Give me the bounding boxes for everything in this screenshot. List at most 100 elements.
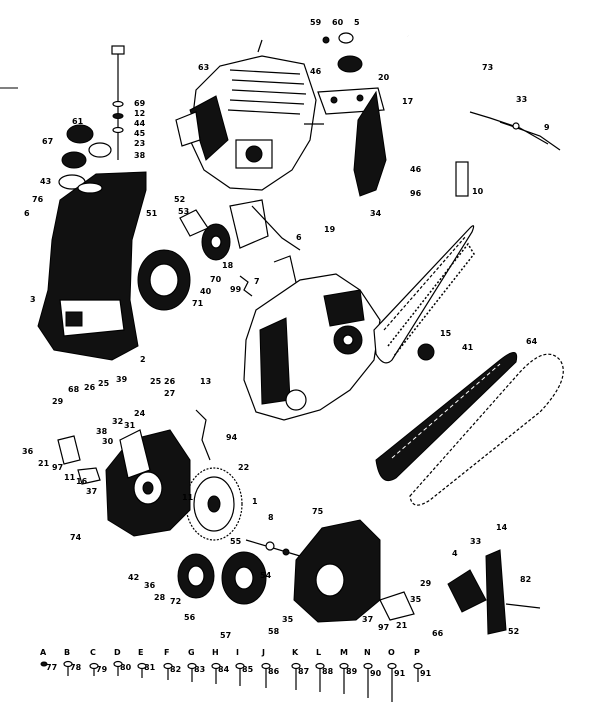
callout-29b: 29 xyxy=(420,579,432,588)
callout-67: 67 xyxy=(42,137,53,146)
saw-chain-part xyxy=(409,353,564,506)
svg-text:O: O xyxy=(388,648,395,657)
callout-6: 6 xyxy=(24,209,30,218)
callout-43: 43 xyxy=(40,177,51,186)
callout-72: 72 xyxy=(170,597,181,606)
callout-26a: 26 xyxy=(84,383,96,392)
bolt-stack-part xyxy=(111,45,125,160)
svg-text:N: N xyxy=(364,648,371,657)
svg-text:89: 89 xyxy=(346,667,358,676)
callout-35b: 35 xyxy=(410,595,422,604)
callout-7: 7 xyxy=(254,277,260,286)
callout-13: 13 xyxy=(200,377,211,386)
svg-text:78: 78 xyxy=(70,663,82,672)
callout-11: 11 xyxy=(64,473,76,482)
svg-text:B: B xyxy=(64,648,70,657)
callout-51: 51 xyxy=(146,209,158,218)
callout-40: 40 xyxy=(200,287,212,296)
svg-text:E: E xyxy=(138,648,143,657)
svg-text:K: K xyxy=(292,648,299,657)
clutch-drum-part xyxy=(177,551,267,605)
svg-text:83: 83 xyxy=(194,665,205,674)
callout-82: 82 xyxy=(520,575,531,584)
callout-73: 73 xyxy=(482,63,493,72)
callout-69: 69 xyxy=(134,99,146,108)
callout-12: 12 xyxy=(134,109,145,118)
callout-46: 46 xyxy=(310,67,322,76)
svg-text:P: P xyxy=(414,648,420,657)
callout-56: 56 xyxy=(184,613,196,622)
callout-10: 10 xyxy=(472,187,484,196)
callout-53: 53 xyxy=(178,207,189,216)
callout-22: 22 xyxy=(238,463,249,472)
callout-25b: 25 xyxy=(150,377,162,386)
svg-text:80: 80 xyxy=(120,663,132,672)
gear-part xyxy=(185,467,243,541)
callout-24: 24 xyxy=(134,409,146,418)
callout-55: 55 xyxy=(230,537,242,546)
callout-74: 74 xyxy=(70,533,82,542)
svg-text:88: 88 xyxy=(322,667,334,676)
svg-text:G: G xyxy=(188,648,195,657)
callout-96: 96 xyxy=(410,189,422,198)
hardware-item-b: B 78 xyxy=(63,648,82,676)
svg-text:77: 77 xyxy=(46,663,57,672)
callout-20: 20 xyxy=(378,73,390,82)
handle-bar-part xyxy=(407,34,549,200)
callout-44: 44 xyxy=(134,119,146,128)
svg-text:84: 84 xyxy=(218,665,230,674)
hardware-strip: A 77 B 78 C 79 D 80 E 81 F xyxy=(40,648,432,702)
gear-case-part xyxy=(105,429,191,537)
callout-33b: 33 xyxy=(470,537,481,546)
callout-15: 15 xyxy=(440,329,452,338)
clutch-cover-part xyxy=(293,519,381,623)
sprocket-part xyxy=(417,343,435,361)
hardware-item-h: H 84 xyxy=(211,648,230,684)
callout-17: 17 xyxy=(402,97,413,106)
callout-6b: 6 xyxy=(296,233,302,242)
hardware-item-i: I 85 xyxy=(235,648,254,686)
fuel-tank-housing-part xyxy=(37,171,147,361)
callout-14: 14 xyxy=(496,523,508,532)
svg-text:C: C xyxy=(90,648,96,657)
svg-text:F: F xyxy=(164,648,169,657)
callout-8: 8 xyxy=(268,513,274,522)
bar-plate-part xyxy=(447,549,541,635)
callout-66: 66 xyxy=(432,629,444,638)
filter-cap-part xyxy=(322,32,363,73)
callout-33: 33 xyxy=(516,95,527,104)
callout-61: 61 xyxy=(72,117,84,126)
callout-64: 64 xyxy=(526,337,538,346)
callout-28: 28 xyxy=(154,593,166,602)
guide-bar-part xyxy=(373,225,475,364)
hardware-item-f: F 82 xyxy=(163,648,181,680)
svg-text:86: 86 xyxy=(268,667,280,676)
callout-60: 60 xyxy=(332,18,344,27)
callout-58: 58 xyxy=(268,627,280,636)
svg-text:L: L xyxy=(316,648,321,657)
flywheel-part xyxy=(137,199,269,311)
callout-97b: 97 xyxy=(378,623,389,632)
callout-41: 41 xyxy=(462,343,474,352)
callout-16: 16 xyxy=(76,477,88,486)
svg-text:91: 91 xyxy=(420,669,432,678)
hardware-item-j: J 86 xyxy=(261,648,280,688)
callout-39: 39 xyxy=(116,375,128,384)
callout-45: 45 xyxy=(134,129,146,138)
callout-34: 34 xyxy=(370,209,382,218)
callout-21b: 21 xyxy=(396,621,408,630)
callout-52: 52 xyxy=(174,195,185,204)
callout-42: 42 xyxy=(128,573,139,582)
callout-99: 99 xyxy=(230,285,242,294)
callout-37b: 37 xyxy=(362,615,373,624)
hardware-item-p: P 91 xyxy=(413,648,432,682)
hardware-item-n: N 90 xyxy=(363,648,382,698)
callout-21: 21 xyxy=(38,459,50,468)
svg-text:M: M xyxy=(340,648,348,657)
callout-25a: 25 xyxy=(98,379,110,388)
hardware-item-m: M 89 xyxy=(339,648,358,694)
callout-71: 71 xyxy=(192,299,204,308)
svg-text:91: 91 xyxy=(394,669,406,678)
linkage-parts xyxy=(57,409,415,621)
callout-4: 4 xyxy=(452,549,458,558)
